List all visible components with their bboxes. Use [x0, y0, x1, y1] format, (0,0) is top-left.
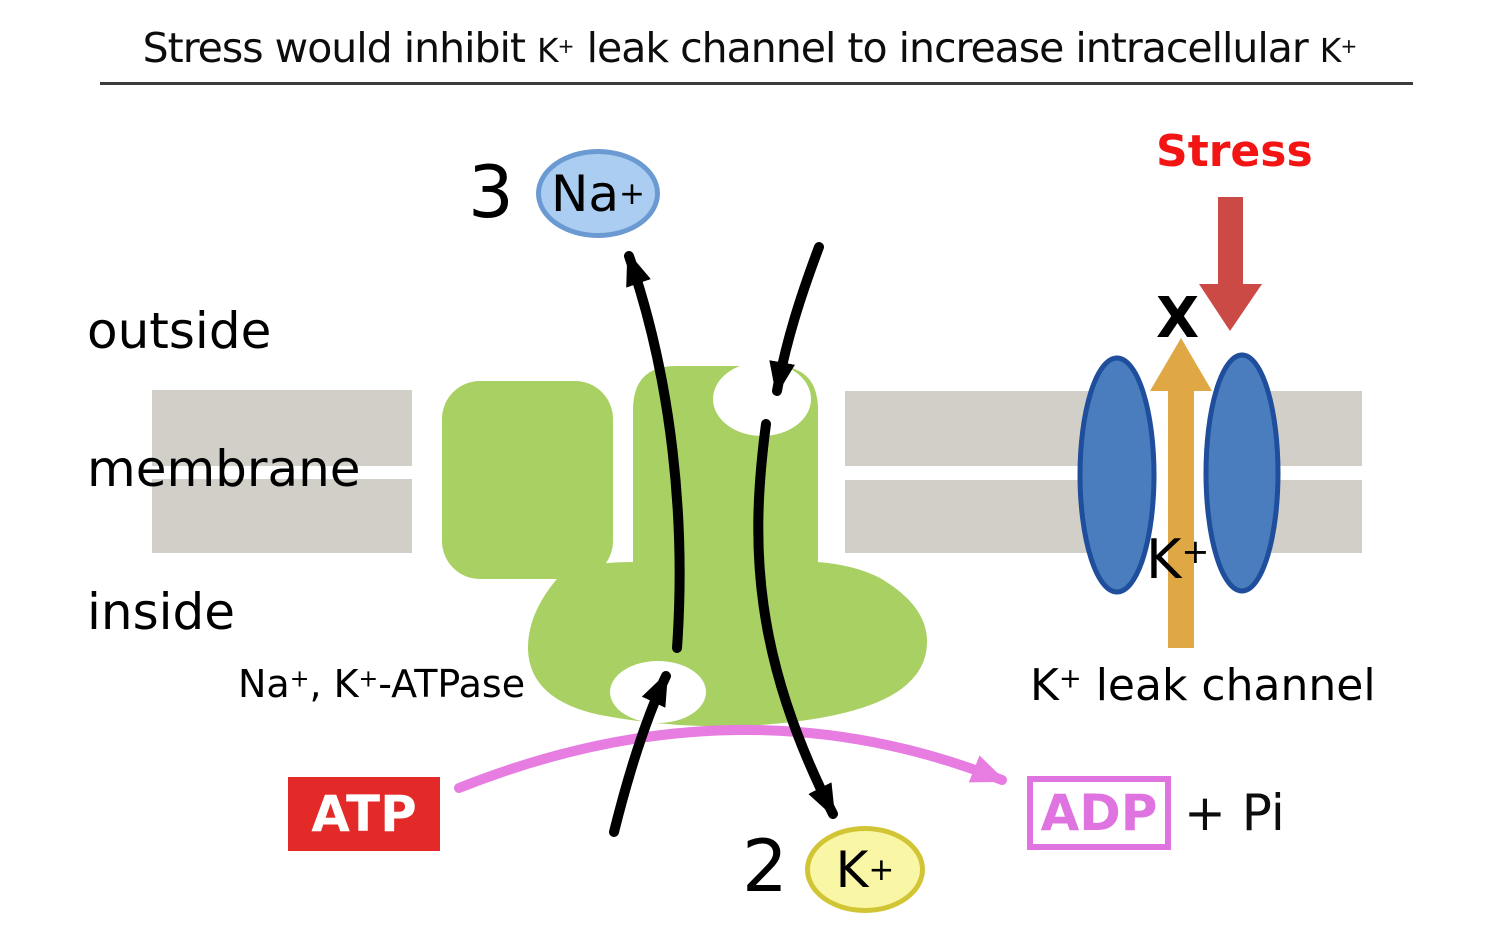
leak-channel-right-subunit [1203, 352, 1281, 594]
title-underline [100, 82, 1413, 85]
potassium-leak-arrow [1150, 338, 1212, 648]
membrane-left-inner-leaflet [152, 479, 412, 553]
leak-channel-left-subunit [1077, 355, 1157, 595]
membrane-left-outer-leaflet [152, 390, 412, 466]
stress-arrow [1199, 197, 1262, 331]
title-text-2: leak channel to increase intracellular [574, 24, 1320, 72]
leak-ion-label: K+ [1146, 528, 1210, 591]
title-k2: K+ [1319, 32, 1358, 70]
potassium-charge: + [868, 851, 895, 888]
page-title: Stress would inhibit K+ leak channel to … [0, 24, 1500, 72]
title-k1: K+ [537, 32, 575, 70]
potassium-import-arrow [753, 419, 838, 819]
potassium-ion: K+ [805, 826, 925, 913]
sodium-charge: + [619, 175, 646, 212]
label-inside: inside [87, 583, 236, 641]
pump-label: Na+, K+-ATPase [238, 662, 526, 706]
label-outside: outside [87, 302, 272, 360]
potassium-count: 2 [742, 824, 788, 908]
atp-box: ATP [288, 777, 440, 851]
potassium-entry-arrow [769, 242, 824, 396]
atp-to-adp-arrow [454, 725, 1007, 793]
pump-left-subunit [442, 381, 613, 579]
label-membrane: membrane [87, 440, 361, 498]
pi-label: + Pi [1184, 784, 1285, 842]
sodium-export-arrow [624, 251, 685, 653]
sodium-entry-arrow [609, 671, 671, 837]
sodium-ion: Na+ [536, 149, 660, 238]
atp-label: ATP [311, 785, 417, 843]
potassium-symbol: K [835, 840, 869, 899]
adp-box: ADP [1027, 776, 1171, 850]
inhibition-x-mark: X [1156, 286, 1200, 351]
sodium-symbol: Na [550, 164, 620, 223]
title-text-1: Stress would inhibit [142, 24, 537, 72]
pump-cytoplasmic-body [527, 562, 928, 727]
stress-label: Stress [1156, 126, 1313, 177]
adp-label: ADP [1040, 784, 1158, 842]
leak-channel-label: K+ leak channel [1030, 660, 1376, 711]
sodium-count: 3 [468, 150, 514, 234]
